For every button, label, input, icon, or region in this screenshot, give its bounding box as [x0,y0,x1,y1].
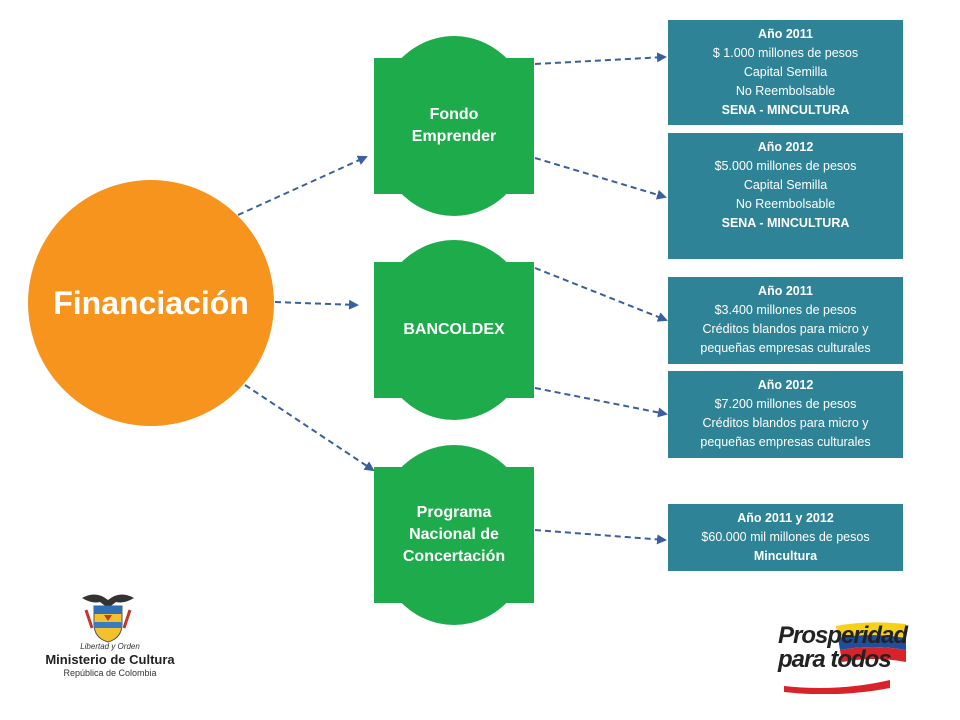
info-box-bancoldex-2012: Año 2012 $7.200 millones de pesos Crédit… [668,371,903,458]
arrow-programa-to-box5 [534,529,667,545]
main-node-financiacion: Financiación [28,180,274,426]
arrow-bancoldex-to-box4 [534,387,668,418]
arrow-fondo-to-box1 [534,52,667,65]
arrow-main-to-fondo [237,155,368,216]
arrow-main-to-bancoldex [274,299,359,310]
ministry-motto: Libertad y Orden [80,642,140,651]
slogan-line2: para todos [778,646,892,673]
info-box-programa-2011-2012: Año 2011 y 2012 $60.000 mil millones de … [668,504,903,571]
node-label: BANCOLDEX [403,321,505,338]
arrow-bancoldex-to-box3 [534,267,668,322]
node-programa-nacional: Programa Nacional de Concertación [364,445,544,625]
arrow-fondo-to-box2 [534,157,667,200]
info-box-bancoldex-2011: Año 2011 $3.400 millones de pesos Crédit… [668,277,903,364]
info-box-fondo-2011: Año 2011 $ 1.000 millones de pesos Capit… [668,20,903,125]
ministry-country: República de Colombia [63,668,157,678]
main-node-label: Financiación [53,284,249,321]
slogan-line1: Prosperidad [778,622,908,649]
node-bancoldex: BANCOLDEX [364,240,544,420]
node-label: Programa Nacional de Concertación [402,504,506,565]
ministry-name: Ministerio de Cultura [45,652,175,667]
node-label: Fondo Emprender [411,106,497,145]
info-box-fondo-2012: Año 2012 $5.000 millones de pesos Capita… [668,133,903,259]
arrow-main-to-programa [244,384,375,472]
coat-of-arms-icon [82,594,134,643]
prosperidad-logo: Prosperidad para todos [778,622,908,694]
node-fondo-emprender: Fondo Emprender [364,36,544,216]
flag-swoosh-icon [784,622,906,694]
